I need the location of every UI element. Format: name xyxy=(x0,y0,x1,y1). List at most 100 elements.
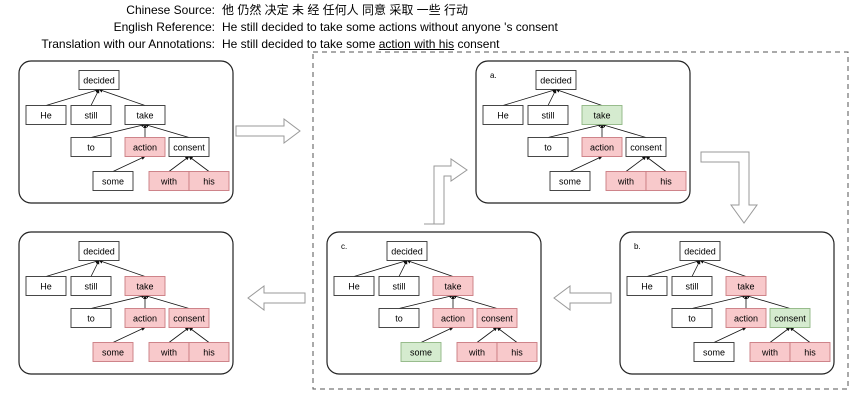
node-action-label: action xyxy=(734,314,758,324)
tree-edge xyxy=(769,327,791,343)
panel-label: c. xyxy=(341,242,347,251)
tree-edge xyxy=(496,327,518,343)
tree-edge xyxy=(144,294,190,309)
tree-edge xyxy=(547,123,603,138)
translation-suffix: consent xyxy=(454,37,500,51)
tree-edge xyxy=(452,294,498,309)
node-take-label: take xyxy=(737,282,754,292)
node-action-label: action xyxy=(441,314,465,324)
node-with-label: with xyxy=(160,348,177,358)
translation-prefix: He still decided to take some xyxy=(222,37,379,51)
node-He-box xyxy=(25,276,67,296)
tree-edge xyxy=(625,156,647,172)
source-label: Chinese Source: xyxy=(126,3,215,17)
panel-frame xyxy=(475,60,691,204)
node-He-label: He xyxy=(497,111,509,121)
node-his-box xyxy=(188,171,230,191)
node-his-label: his xyxy=(804,348,816,358)
arrow-c-to-a xyxy=(424,158,468,225)
node-with-label: with xyxy=(468,348,485,358)
node-He-label: He xyxy=(40,282,52,292)
reference-label: English Reference: xyxy=(113,20,215,34)
node-action-box xyxy=(581,137,623,157)
tree-edge xyxy=(45,88,100,106)
node-still-label: still xyxy=(393,282,406,292)
node-consent-box xyxy=(769,308,811,328)
node-consent-box xyxy=(168,308,210,328)
node-still-label: still xyxy=(542,111,555,121)
tree-edge xyxy=(476,327,498,343)
node-decided-box xyxy=(386,241,428,261)
tree-edge xyxy=(699,259,747,277)
node-take-box xyxy=(432,276,474,296)
node-He-label: He xyxy=(641,282,653,292)
node-still-label: still xyxy=(85,111,98,121)
node-consent-box xyxy=(476,308,518,328)
arrow-b-to-c xyxy=(553,285,612,311)
tree-edge xyxy=(112,327,146,343)
node-to-box xyxy=(70,137,112,157)
node-to-label: to xyxy=(87,143,95,153)
node-to-label: to xyxy=(395,314,403,324)
node-take-label: take xyxy=(444,282,461,292)
node-take-box xyxy=(124,276,166,296)
node-action-box xyxy=(725,308,767,328)
tree-edge xyxy=(547,89,557,106)
node-consent-label: consent xyxy=(481,314,513,324)
node-decided-box xyxy=(535,70,577,90)
tree-edge xyxy=(168,327,190,343)
node-still-label: still xyxy=(686,282,699,292)
node-take-box xyxy=(124,105,166,125)
node-decided-label: decided xyxy=(83,76,115,86)
node-take-label: take xyxy=(136,282,153,292)
node-some-label: some xyxy=(559,177,581,187)
node-to-box xyxy=(671,308,713,328)
node-his-box xyxy=(645,171,687,191)
panel-frame xyxy=(18,231,234,375)
tree-edge xyxy=(691,294,747,309)
node-still-box xyxy=(378,276,420,296)
tree-edge xyxy=(420,327,454,343)
node-He-label: He xyxy=(40,111,52,121)
arrow-a-to-b xyxy=(700,151,758,224)
node-with-label: with xyxy=(761,348,778,358)
panel-frame xyxy=(18,60,234,204)
node-consent-label: consent xyxy=(173,314,205,324)
node-still-box xyxy=(70,105,112,125)
node-to-box xyxy=(378,308,420,328)
node-action-box xyxy=(432,308,474,328)
tree-edge xyxy=(713,327,747,343)
node-to-box xyxy=(527,137,569,157)
node-with-label: with xyxy=(617,177,634,187)
node-still-box xyxy=(527,105,569,125)
node-consent-label: consent xyxy=(630,143,662,153)
tree-edge xyxy=(502,88,557,106)
node-some-label: some xyxy=(102,348,124,358)
tree-edge xyxy=(569,156,603,172)
node-still-box xyxy=(70,276,112,296)
arrow-left-final xyxy=(247,285,306,311)
tree-edge xyxy=(168,156,190,172)
node-some-box xyxy=(92,342,134,362)
node-some-label: some xyxy=(703,348,725,358)
panel-frame xyxy=(326,231,542,375)
node-decided-label: decided xyxy=(391,247,423,257)
source-text: 他 仍然 决定 未 经 任何人 同意 采取 一些 行动 xyxy=(222,3,469,17)
tree-edge xyxy=(112,156,146,172)
translation-label: Translation with our Annotations: xyxy=(41,37,215,51)
node-still-label: still xyxy=(85,282,98,292)
node-consent-box xyxy=(625,137,667,157)
tree-edge xyxy=(144,123,190,138)
panel-label: a. xyxy=(490,71,497,80)
node-action-box xyxy=(124,308,166,328)
node-He-box xyxy=(482,105,524,125)
node-He-box xyxy=(25,105,67,125)
tree-edge xyxy=(90,89,100,106)
node-his-box xyxy=(789,342,831,362)
tree-edge xyxy=(406,259,454,277)
tree-edge xyxy=(98,259,146,277)
